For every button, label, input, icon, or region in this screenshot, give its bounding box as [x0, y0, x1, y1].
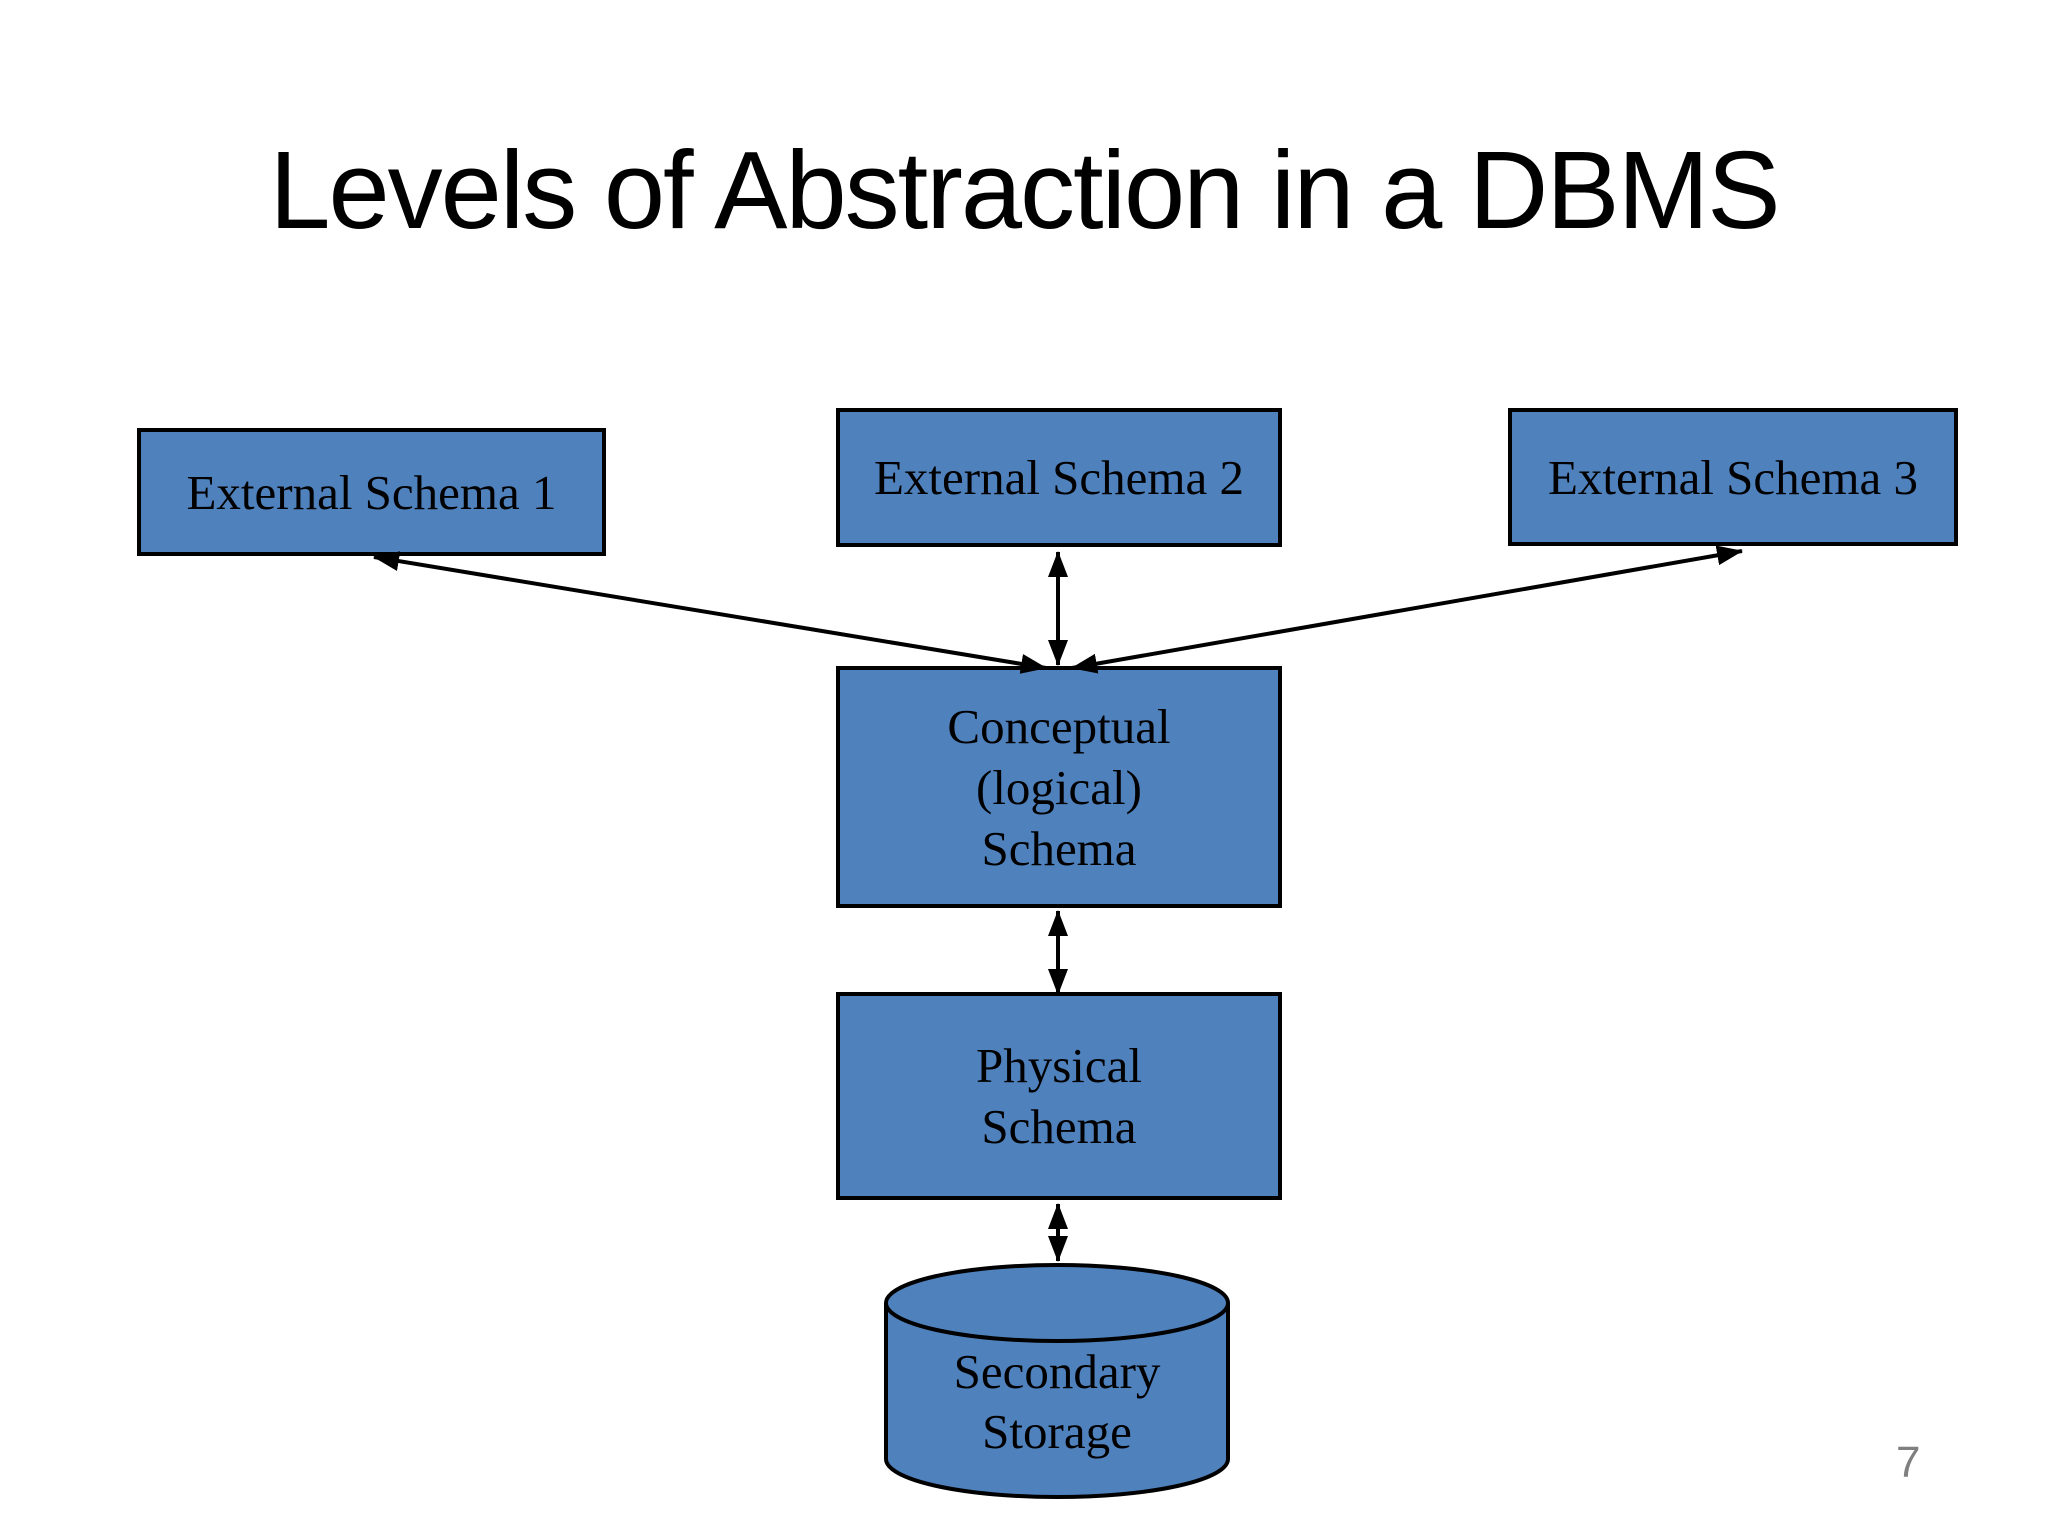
slide-title: Levels of Abstraction in a DBMS — [269, 129, 1780, 252]
edge-external-schema-1-conceptual — [373, 551, 1047, 674]
node-external-schema-2: External Schema 2 — [836, 408, 1282, 547]
edge-external-schema-3-conceptual — [1071, 545, 1743, 674]
node-external-schema-2-label: External Schema 2 — [873, 450, 1245, 505]
cylinder-top-ellipse — [884, 1263, 1230, 1343]
node-external-schema-1-label: External Schema 1 — [186, 464, 557, 520]
node-physical-schema: Physical Schema — [836, 992, 1282, 1200]
node-conceptual-schema: Conceptual (logical) Schema — [836, 666, 1282, 908]
node-secondary-storage-label: Secondary Storage — [953, 1344, 1161, 1459]
node-external-schema-3-label: External Schema 3 — [1547, 449, 1919, 505]
node-conceptual-schema-label: Conceptual (logical) Schema — [947, 698, 1171, 876]
node-external-schema-3: External Schema 3 — [1508, 408, 1958, 546]
node-physical-schema-label: Physical Schema — [975, 1038, 1143, 1154]
page-number: 7 — [1896, 1438, 1921, 1487]
node-external-schema-1: External Schema 1 — [137, 428, 606, 556]
